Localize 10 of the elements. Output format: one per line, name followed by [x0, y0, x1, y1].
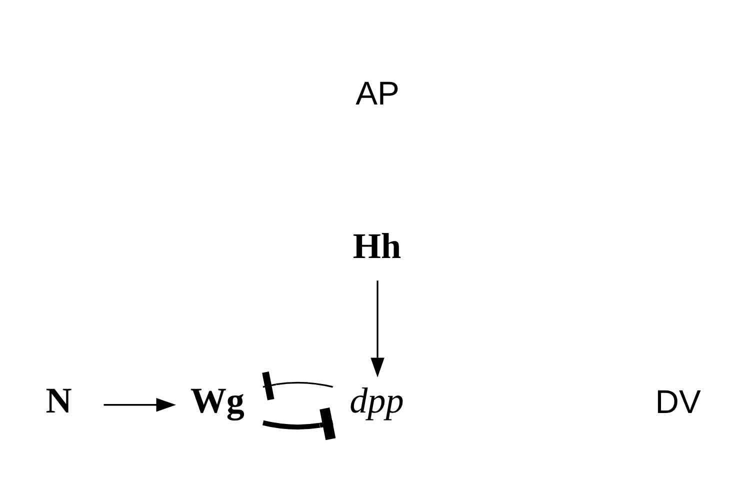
arrow [370, 280, 384, 377]
label: DV [655, 382, 701, 420]
node-text: Hh [352, 226, 402, 266]
node-text: Wg [190, 380, 244, 420]
node-text: dpp [350, 380, 404, 420]
node-text: N [46, 380, 72, 420]
connector [262, 407, 336, 440]
arrow [104, 397, 176, 412]
label: AP [356, 74, 400, 111]
connector [262, 371, 333, 400]
